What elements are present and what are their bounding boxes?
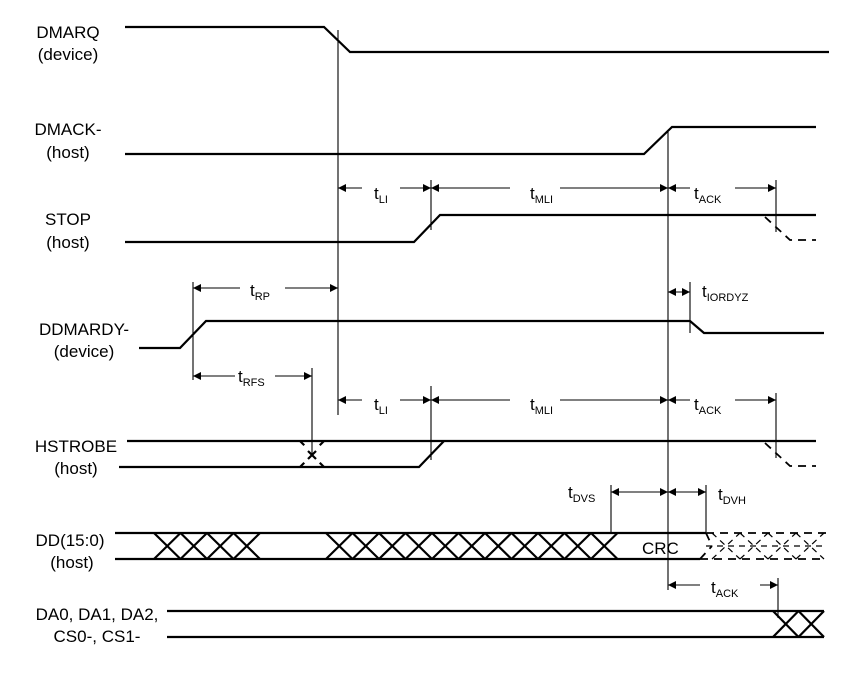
- label-t-dvh: tDVH: [718, 485, 746, 507]
- arrow-t-ack-2-head-right: [768, 396, 776, 404]
- signal-owner-dd: (host): [50, 553, 93, 572]
- arrow-t-dvh-head-right: [698, 488, 706, 496]
- dd-transition: [563, 532, 592, 560]
- wave-ddmardy: [139, 319, 824, 350]
- arrow-t-iordyz-head-right: [682, 288, 690, 296]
- wave-stop: [125, 213, 816, 244]
- label-t-ack-1: tACK: [694, 184, 722, 206]
- arrow-t-li-2-head-right: [423, 396, 431, 404]
- dd-transition: [431, 532, 460, 560]
- dd-transition: [153, 532, 182, 560]
- dd-transition: [484, 532, 513, 560]
- arrow-t-mli-2-head-left: [431, 396, 439, 404]
- dd-transition: [206, 532, 235, 560]
- dd-transition: [325, 532, 354, 560]
- signal-owner-ddmardy: (device): [54, 342, 114, 361]
- arrow-t-ack-1-head-left: [668, 184, 676, 192]
- timing-labels: tLI tMLI tACK tRP tIORDYZ tRFS tLI tMLI …: [238, 184, 749, 600]
- arrow-t-dvs-head-left: [611, 488, 619, 496]
- dd-transition: [404, 532, 433, 560]
- timing-arrows: [193, 184, 778, 589]
- label-t-mli-2: tMLI: [530, 395, 553, 417]
- addr-transition: [772, 610, 800, 638]
- arrow-t-li-1-head-right: [423, 184, 431, 192]
- arrow-t-rp-head-left: [193, 284, 201, 292]
- dd-transition: [232, 532, 261, 560]
- wave-addr: [167, 609, 825, 639]
- arrow-t-dvs-head-right: [660, 488, 668, 496]
- label-t-li-1: tLI: [374, 184, 388, 206]
- arrow-t-dvh-head-left: [668, 488, 676, 496]
- signal-owner-dmack: (host): [46, 143, 89, 162]
- arrow-t-mli-2-head-right: [660, 396, 668, 404]
- signal-name-ddmardy: DDMARDY-: [39, 320, 129, 339]
- wave-dmack: [125, 125, 816, 156]
- arrow-t-mli-1-head-left: [431, 184, 439, 192]
- dd-transition: [378, 532, 407, 560]
- signal-name-dmack: DMACK-: [34, 120, 101, 139]
- label-t-dvs: tDVS: [568, 483, 595, 505]
- label-t-ack-3: tACK: [711, 578, 739, 600]
- arrow-t-li-1-head-left: [338, 184, 346, 192]
- dd-transition: [537, 532, 566, 560]
- label-t-ack-2: tACK: [694, 395, 722, 417]
- label-t-mli-1: tMLI: [530, 184, 553, 206]
- waveforms: [115, 25, 829, 639]
- wave-dmarq: [125, 25, 829, 54]
- signal-name-stop: STOP: [45, 210, 91, 229]
- label-t-rfs: tRFS: [238, 367, 265, 389]
- dd-transition: [179, 532, 208, 560]
- wave-hstrobe: [119, 439, 816, 469]
- arrow-t-rp-head-right: [330, 284, 338, 292]
- dd-released-edge: [705, 532, 713, 547]
- arrow-t-ack-2-head-left: [668, 396, 676, 404]
- dd-transition: [590, 532, 619, 560]
- arrow-t-li-2-head-left: [338, 396, 346, 404]
- signal-owner-hstrobe: (host): [54, 459, 97, 478]
- dd-transition: [457, 532, 486, 560]
- arrow-t-ack-3-head-left: [668, 581, 676, 589]
- arrow-t-iordyz-head-left: [668, 288, 676, 296]
- crc-label: CRC: [642, 539, 679, 558]
- arrow-t-ack-1-head-right: [768, 184, 776, 192]
- signal-owner-addr: CS0-, CS1-: [54, 627, 141, 646]
- wave-hstrobe-dashed: [764, 442, 816, 467]
- signal-name-addr: DA0, DA1, DA2,: [36, 605, 159, 624]
- label-t-li-2: tLI: [374, 395, 388, 417]
- signal-labels: DMARQ (device) DMACK- (host) STOP (host)…: [34, 23, 158, 646]
- addr-transition: [797, 610, 825, 638]
- signal-name-dd: DD(15:0): [36, 531, 105, 550]
- label-t-iordyz: tIORDYZ: [702, 282, 749, 304]
- arrow-t-rfs-head-right: [304, 372, 312, 380]
- arrow-t-mli-1-head-right: [660, 184, 668, 192]
- label-t-rp: tRP: [250, 281, 270, 303]
- signal-name-dmarq: DMARQ: [36, 23, 99, 42]
- arrow-t-ack-3-head-right: [770, 581, 778, 589]
- wave-dd: [115, 531, 826, 561]
- signal-owner-dmarq: (device): [38, 45, 98, 64]
- signal-name-hstrobe: HSTROBE: [35, 437, 117, 456]
- arrow-t-rfs-head-left: [193, 372, 201, 380]
- dd-transition: [510, 532, 539, 560]
- signal-owner-stop: (host): [46, 233, 89, 252]
- reference-lines: [192, 30, 779, 618]
- dd-transition: [351, 532, 380, 560]
- dd-released-edge: [699, 545, 713, 560]
- wave-stop-dashed: [764, 216, 816, 241]
